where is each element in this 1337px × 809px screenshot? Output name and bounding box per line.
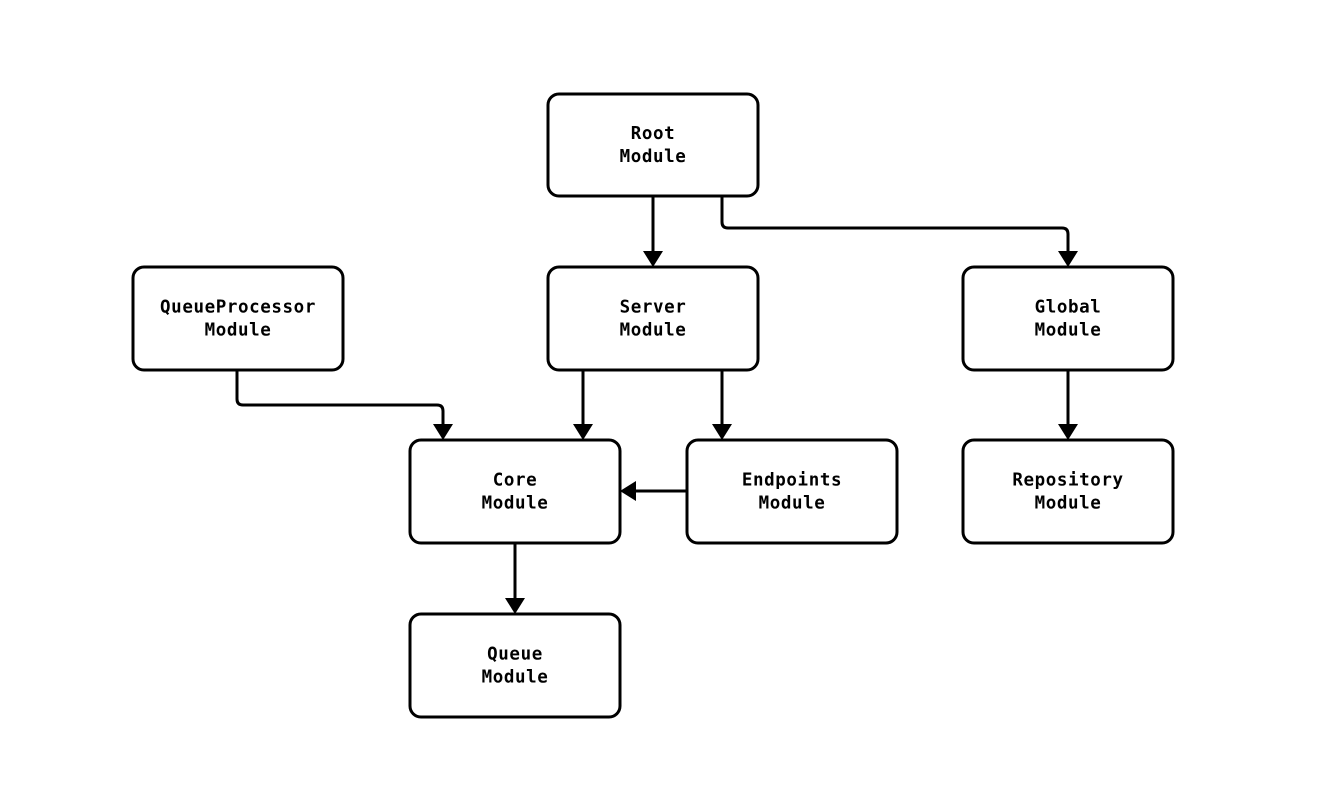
node-label-line1: QueueProcessor (160, 298, 316, 318)
edge-line (720, 196, 1070, 252)
edge-line (235, 370, 445, 425)
node-box[interactable] (685, 438, 899, 545)
edge-global-to-repository (1058, 370, 1078, 440)
node-label-line1: Queue (487, 645, 543, 665)
arrow-head-icon (505, 598, 525, 614)
edge-root-to-global (720, 196, 1078, 267)
arrow-head-icon (573, 424, 593, 440)
node-label-line1: Core (493, 471, 538, 491)
node-label-line1: Repository (1012, 471, 1123, 491)
arrow-head-icon (1058, 424, 1078, 440)
node-box[interactable] (408, 612, 622, 719)
nodes-layer: RootModuleQueueProcessorModuleServerModu… (131, 92, 1175, 719)
node-label-line2: Module (482, 668, 549, 688)
node-box[interactable] (546, 265, 760, 372)
node-label-line2: Module (205, 321, 272, 341)
arrow-head-icon (712, 424, 732, 440)
edge-queueprocessor-to-core (235, 370, 453, 440)
edge-server-to-endpoints (712, 370, 732, 440)
node-label-line1: Global (1035, 298, 1102, 318)
node-box[interactable] (131, 265, 345, 372)
node-label-line1: Endpoints (742, 471, 842, 491)
arrow-head-icon (643, 251, 663, 267)
node-label-line2: Module (620, 147, 687, 167)
node-box[interactable] (546, 92, 760, 198)
node-label-line2: Module (620, 321, 687, 341)
edge-core-to-queue (505, 543, 525, 614)
arrow-head-icon (620, 481, 636, 501)
node-label-line2: Module (482, 494, 549, 514)
edge-server-to-core (573, 370, 593, 440)
edge-endpoints-to-core (620, 481, 687, 501)
node-label-line1: Server (620, 298, 687, 318)
node-label-line2: Module (759, 494, 826, 514)
edges-layer (235, 196, 1078, 614)
node-label-line2: Module (1035, 494, 1102, 514)
arrow-head-icon (1058, 251, 1078, 267)
node-box[interactable] (961, 265, 1175, 372)
node-label-line1: Root (631, 124, 676, 144)
node-box[interactable] (961, 438, 1175, 545)
node-box[interactable] (408, 438, 622, 545)
edge-root-to-server (643, 196, 663, 267)
arrow-head-icon (433, 424, 453, 440)
node-label-line2: Module (1035, 321, 1102, 341)
